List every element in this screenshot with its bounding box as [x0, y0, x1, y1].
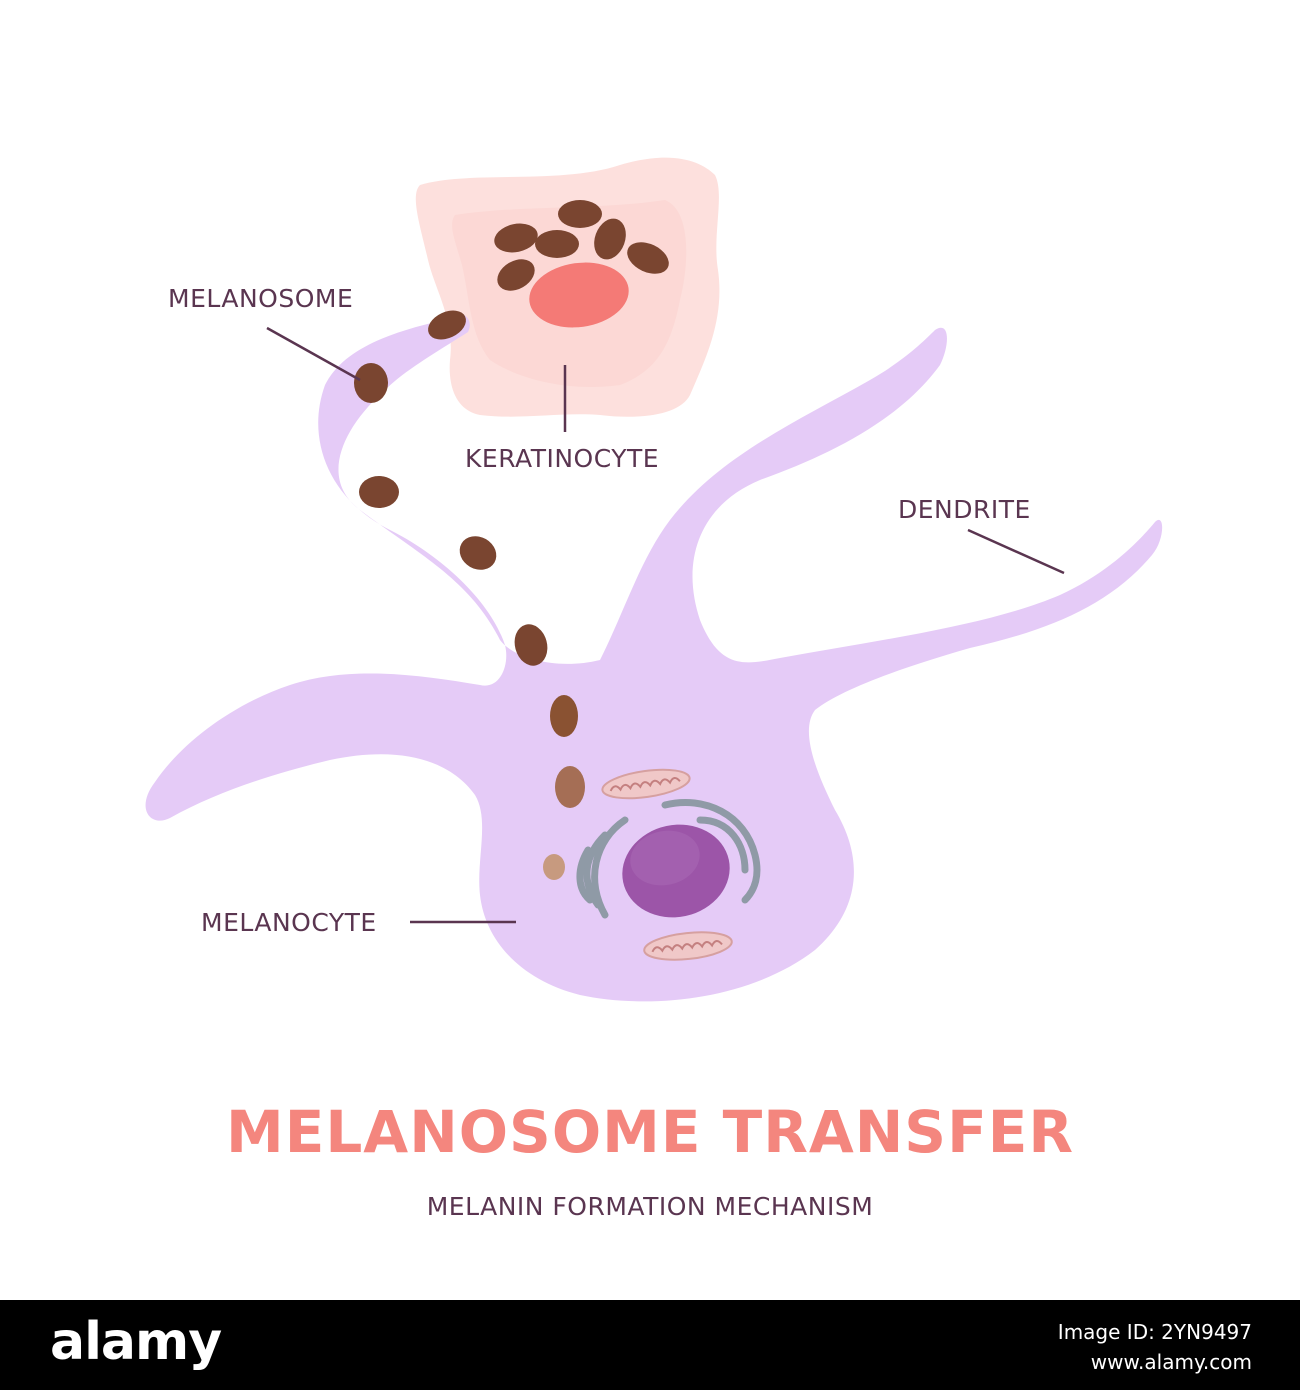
melanosome	[627, 242, 669, 274]
mitochondrion-cristae	[609, 776, 681, 792]
melanosome	[428, 310, 466, 340]
mitochondria	[601, 768, 733, 961]
dendrite-leader	[967, 528, 1065, 575]
mitochondrion	[643, 931, 733, 961]
melanocyte-label: MELANOCYTE	[201, 908, 377, 937]
keratinocyte-nucleus	[529, 262, 629, 328]
site-url: www.alamy.com	[1090, 1350, 1252, 1374]
keratinocyte-label: KERATINOCYTE	[465, 444, 660, 473]
leader-lines	[266, 326, 1065, 924]
melanosome	[594, 218, 626, 260]
melanosome	[359, 476, 399, 508]
golgi-cisterna	[583, 831, 609, 909]
keratinocyte-melanosomes	[494, 200, 669, 291]
golgi-apparatus	[576, 798, 761, 919]
golgi-cisterna	[696, 816, 749, 874]
dendrite-label: DENDRITE	[898, 495, 1031, 524]
golgi-cisterna	[576, 846, 594, 904]
diagram-canvas	[145, 157, 1163, 1002]
melanosome	[543, 854, 565, 880]
melanosome	[535, 230, 579, 258]
melanosome	[558, 200, 602, 228]
melanosome-leader	[266, 326, 361, 382]
diagram-title: MELANOSOME TRANSFER	[226, 1098, 1074, 1166]
melanosome	[555, 766, 585, 808]
melanocyte	[145, 310, 1163, 1002]
golgi-cisterna	[661, 798, 761, 904]
melanosome	[494, 223, 538, 253]
image-id: Image ID: 2YN9497	[1057, 1320, 1252, 1344]
melanosome	[550, 695, 578, 737]
diagram-subtitle: MELANIN FORMATION MECHANISM	[426, 1192, 874, 1221]
melanosome-label: MELANOSOME	[168, 284, 354, 313]
melanocyte-body	[145, 313, 1163, 1002]
nucleus-highlight	[630, 830, 700, 886]
keratinocyte	[415, 157, 720, 417]
melanosome	[497, 259, 535, 291]
melanosome	[514, 624, 548, 666]
mitochondrion-cristae	[651, 939, 723, 953]
alamy-logo: alamy	[50, 1312, 222, 1372]
dendrite-melanosomes	[354, 310, 585, 880]
watermark-footer	[0, 1300, 1300, 1390]
mitochondrion	[601, 768, 691, 800]
melanosome	[459, 536, 497, 570]
melanosome	[354, 363, 388, 403]
